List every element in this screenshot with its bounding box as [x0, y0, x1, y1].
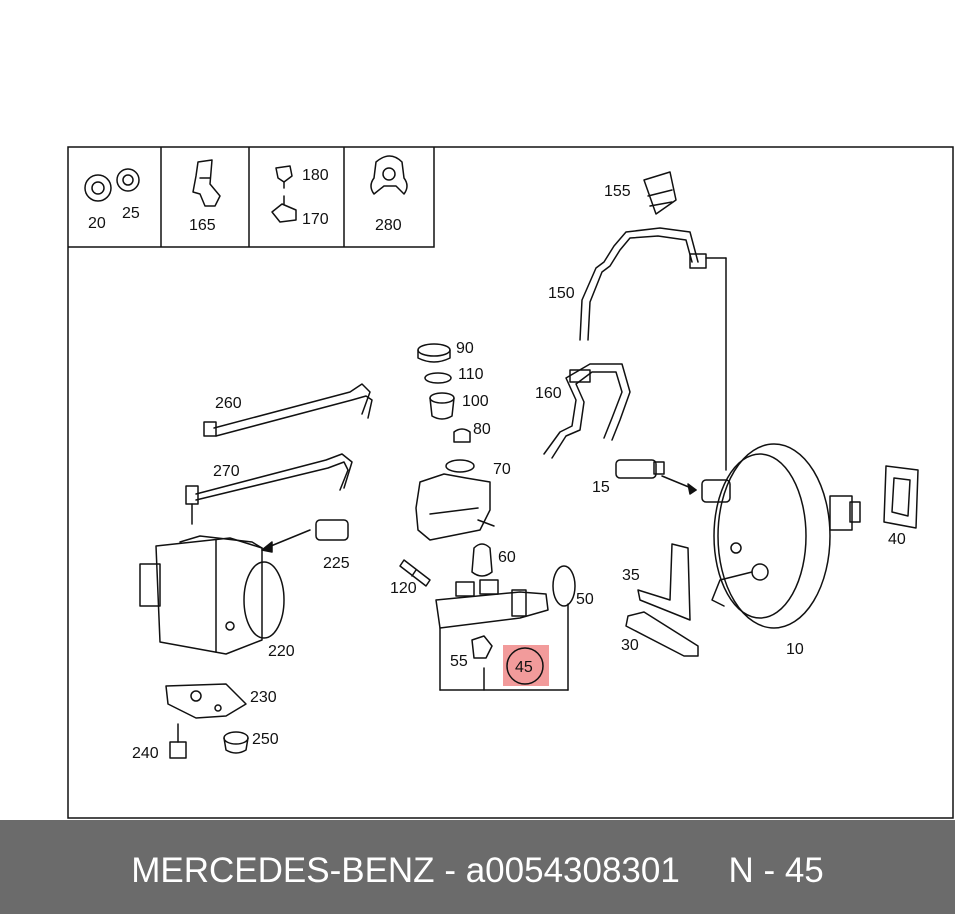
label-230: 230 [250, 689, 277, 706]
position-number: 45 [784, 851, 824, 890]
inset-boxes [68, 147, 435, 248]
part-number: a0054308301 [465, 851, 680, 890]
label-15: 15 [592, 479, 610, 496]
part-15-drawing [615, 459, 697, 491]
label-45: 45 [515, 659, 533, 676]
part-220-drawing [139, 535, 285, 655]
label-120: 120 [390, 580, 417, 597]
parts-diagram: 20 25 165 180 170 280 155 150 160 15 90 … [67, 146, 954, 819]
part-55-drawing [471, 635, 493, 659]
label-30: 30 [621, 637, 639, 654]
label-240: 240 [132, 745, 159, 762]
highlight-box [503, 645, 549, 686]
position-prefix: N - [728, 851, 776, 890]
part-60-drawing [471, 543, 493, 577]
label-220: 220 [268, 643, 295, 660]
part-150-drawing [579, 227, 707, 341]
arrow-15 [687, 483, 697, 495]
part-50-drawing [552, 565, 576, 607]
footer-caption: MERCEDES-BENZ - a0054308301 N - 45 [0, 820, 955, 914]
label-170: 170 [302, 211, 329, 228]
label-60: 60 [498, 549, 516, 566]
label-270: 270 [213, 463, 240, 480]
diagram-frame [67, 146, 954, 819]
part-70-drawing [415, 459, 495, 541]
highlight-circle [506, 647, 544, 685]
label-155: 155 [604, 183, 631, 200]
label-250: 250 [252, 731, 279, 748]
label-80: 80 [473, 421, 491, 438]
label-35: 35 [622, 567, 640, 584]
footer-separator: - [444, 851, 456, 890]
part-160-drawing [543, 363, 631, 459]
part-280-drawing [370, 155, 408, 195]
part-35-drawing [637, 543, 691, 621]
part-45-drawing [435, 579, 569, 691]
part-110-drawing [424, 372, 452, 384]
part-20-drawing [84, 168, 140, 202]
label-160: 160 [535, 385, 562, 402]
label-40: 40 [888, 531, 906, 548]
label-50: 50 [576, 591, 594, 608]
part-270-drawing [185, 453, 353, 525]
label-260: 260 [215, 395, 242, 412]
footer-bar: MERCEDES-BENZ - a0054308301 N - 45 [0, 820, 955, 914]
label-90: 90 [456, 340, 474, 357]
part-10-drawing [701, 443, 861, 629]
part-240-drawing [169, 723, 187, 759]
part-180-drawing [275, 165, 293, 189]
part-250-drawing [223, 731, 249, 754]
part-100-drawing [429, 392, 455, 420]
part-90-drawing [417, 343, 451, 363]
label-110: 110 [458, 366, 484, 383]
arrow-225 [261, 541, 273, 553]
part-225-drawing [265, 519, 349, 549]
label-100: 100 [462, 393, 489, 410]
part-165-drawing [192, 159, 221, 207]
label-25: 25 [122, 205, 140, 222]
part-260-drawing [203, 383, 373, 437]
label-165: 165 [189, 217, 216, 234]
part-155-drawing [643, 171, 677, 215]
brand-name: MERCEDES-BENZ [131, 851, 435, 890]
label-20: 20 [88, 215, 106, 232]
label-150: 150 [548, 285, 575, 302]
label-180: 180 [302, 167, 329, 184]
label-70: 70 [493, 461, 511, 478]
part-230-drawing [165, 683, 247, 719]
part-30-drawing [625, 611, 699, 657]
part-120-drawing [399, 559, 431, 587]
label-280: 280 [375, 217, 402, 234]
part-40-drawing [883, 465, 919, 529]
label-225: 225 [323, 555, 350, 572]
part-80-drawing [453, 428, 471, 443]
label-55: 55 [450, 653, 468, 670]
label-10: 10 [786, 641, 804, 658]
part-170-drawing [271, 195, 297, 223]
